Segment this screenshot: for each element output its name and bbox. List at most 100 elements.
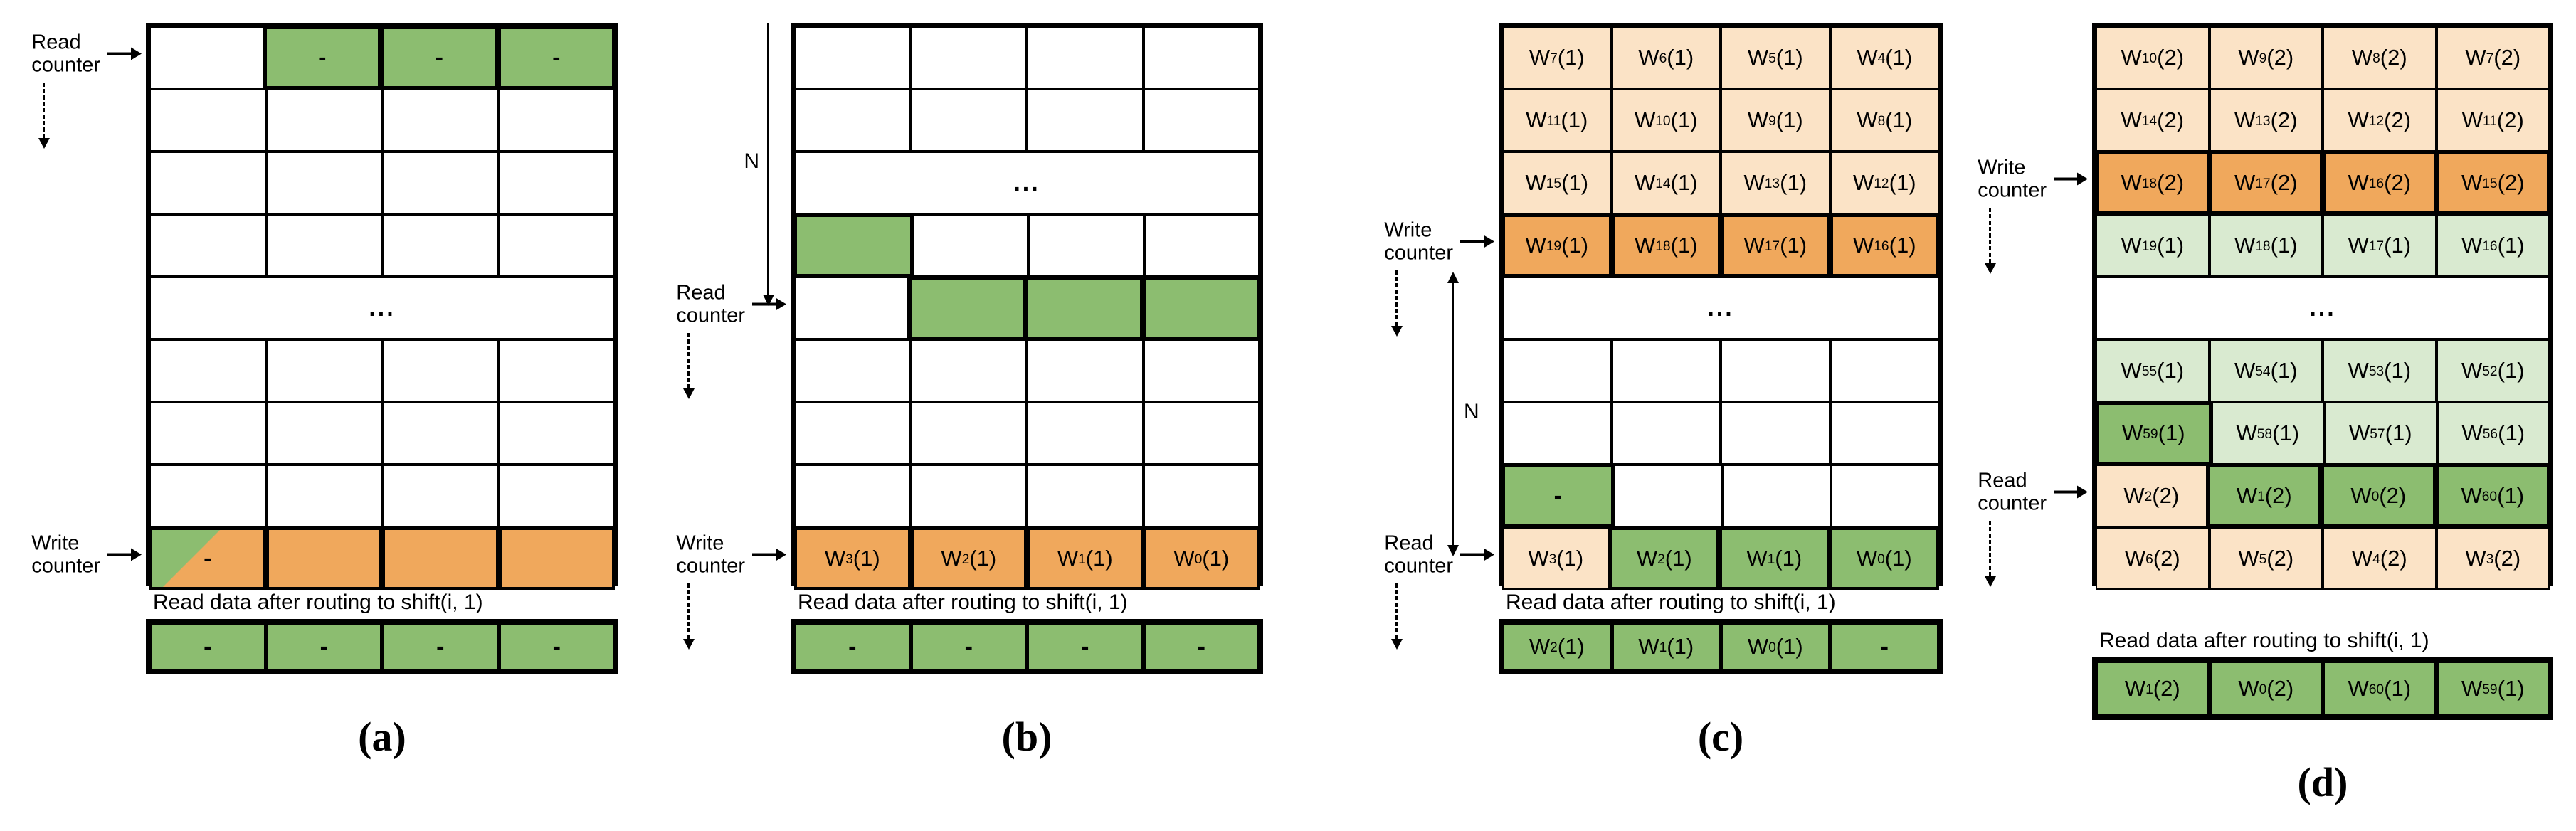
- grid-cell: [498, 214, 615, 277]
- grid-cell: [498, 152, 615, 214]
- grid-cell: [382, 527, 499, 590]
- memory-grid: - - -... -: [146, 23, 618, 590]
- grid-cell: [149, 26, 264, 89]
- grid-cell: [1025, 277, 1143, 339]
- grid-cell: [382, 214, 499, 277]
- grid-cell: [1830, 465, 1939, 527]
- counter-arrow-icon: [107, 549, 142, 561]
- output-cell: -: [1830, 623, 1939, 671]
- grid-cell: [265, 152, 382, 214]
- arrow-head: [131, 48, 142, 60]
- grid-cell: -: [263, 26, 381, 89]
- grid-row: ...: [1502, 277, 1939, 339]
- n-depth-label: N: [744, 149, 759, 173]
- grid-cell: [265, 527, 382, 590]
- grid-cell: [1722, 465, 1831, 527]
- grid-cell: [1028, 214, 1144, 277]
- grid-cell: [1027, 465, 1144, 527]
- dash-value: -: [552, 633, 561, 660]
- dash-value: -: [848, 633, 857, 660]
- grid-cell: [1721, 402, 1830, 465]
- grid-row: [1502, 402, 1939, 465]
- grid-cell: [794, 402, 911, 465]
- arrow-head: [776, 298, 786, 311]
- grid-cell: [265, 339, 382, 402]
- grid-row: [794, 465, 1260, 527]
- grid-cell: [1830, 402, 1939, 465]
- dashed-arrow-head: [1984, 263, 1996, 274]
- grid-cell: [1144, 214, 1260, 277]
- output-cell: -: [1027, 623, 1144, 671]
- output-cell: -: [910, 623, 1027, 671]
- grid-cell: [498, 89, 615, 152]
- grid-row: [794, 277, 1260, 339]
- dash-value: -: [435, 44, 443, 71]
- grid-cell: [382, 152, 499, 214]
- panel-caption: (c): [1697, 714, 1744, 760]
- n-measure-arrow: N: [744, 23, 774, 306]
- grid-cell: [382, 339, 499, 402]
- grid-cell: [382, 89, 499, 152]
- grid-cell: [794, 277, 909, 339]
- grid-cell: [910, 402, 1027, 465]
- grid-cell: [1613, 465, 1722, 527]
- grid-cell: [149, 89, 266, 152]
- grid-cell: [1027, 339, 1144, 402]
- arrow-head: [2077, 173, 2088, 186]
- grid-cell: [498, 527, 615, 590]
- ellipsis-row: ...: [149, 277, 615, 339]
- grid-row: [149, 152, 615, 214]
- grid-cell: [912, 214, 1028, 277]
- dash-value: -: [436, 633, 445, 660]
- grid-row: [149, 89, 615, 152]
- n-depth-label: N: [1464, 400, 1479, 423]
- grid-row: -: [149, 527, 615, 590]
- output-label: Read data after routing to shift(i, 1): [798, 591, 1128, 614]
- arrow-head: [1484, 235, 1494, 248]
- grid-cell: -: [497, 26, 615, 89]
- arrow-shaft: [1460, 554, 1484, 556]
- ellipsis-row: ...: [794, 152, 1260, 214]
- grid-cell: [1721, 339, 1830, 402]
- counter-arrow-icon: [107, 48, 142, 60]
- arrow-shaft: [107, 554, 131, 556]
